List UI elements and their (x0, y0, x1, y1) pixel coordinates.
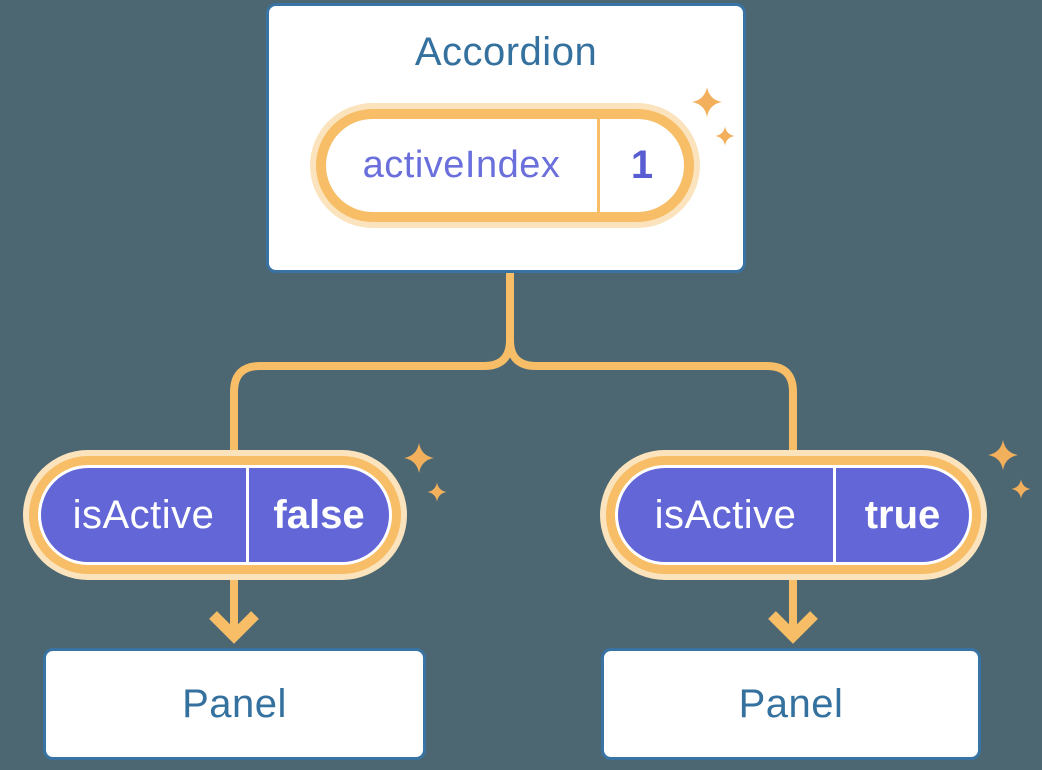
arrow-down-icon (209, 611, 259, 644)
state-pill: activeIndex 1 (310, 103, 700, 228)
state-pill-label: activeIndex (362, 144, 561, 186)
accordion-card: Accordion activeIndex 1 (266, 3, 746, 273)
state-pill-body: activeIndex 1 (326, 119, 684, 212)
prop-pill-label: isActive (72, 492, 215, 537)
panel-title: Panel (182, 681, 287, 726)
prop-pill-right: isActive true (600, 450, 987, 580)
prop-pill-body: isActive true (615, 465, 972, 565)
arrow-down-icon (768, 611, 818, 644)
prop-pill-ring: isActive false (29, 456, 401, 574)
panel-title: Panel (738, 681, 844, 726)
sparkle-icon (692, 87, 735, 146)
prop-pill-left: isActive false (23, 450, 407, 580)
prop-pill-value: false (273, 492, 365, 537)
panel-left: Panel (43, 648, 426, 760)
pill-divider (246, 468, 249, 562)
prop-pill-value: true (864, 492, 941, 537)
sparkle-icon (988, 440, 1031, 499)
pill-divider (597, 119, 600, 212)
panel-right: Panel (601, 648, 981, 760)
prop-pill-body: isActive false (38, 465, 392, 565)
prop-pill-ring: isActive true (606, 456, 981, 574)
accordion-title: Accordion (414, 30, 598, 74)
state-pill-value: 1 (630, 143, 654, 187)
branch-right-line (506, 271, 797, 632)
sparkle-icon (404, 443, 447, 502)
state-pill-ring: activeIndex 1 (316, 109, 694, 222)
prop-pill-label: isActive (654, 492, 797, 537)
pill-divider (833, 468, 836, 562)
